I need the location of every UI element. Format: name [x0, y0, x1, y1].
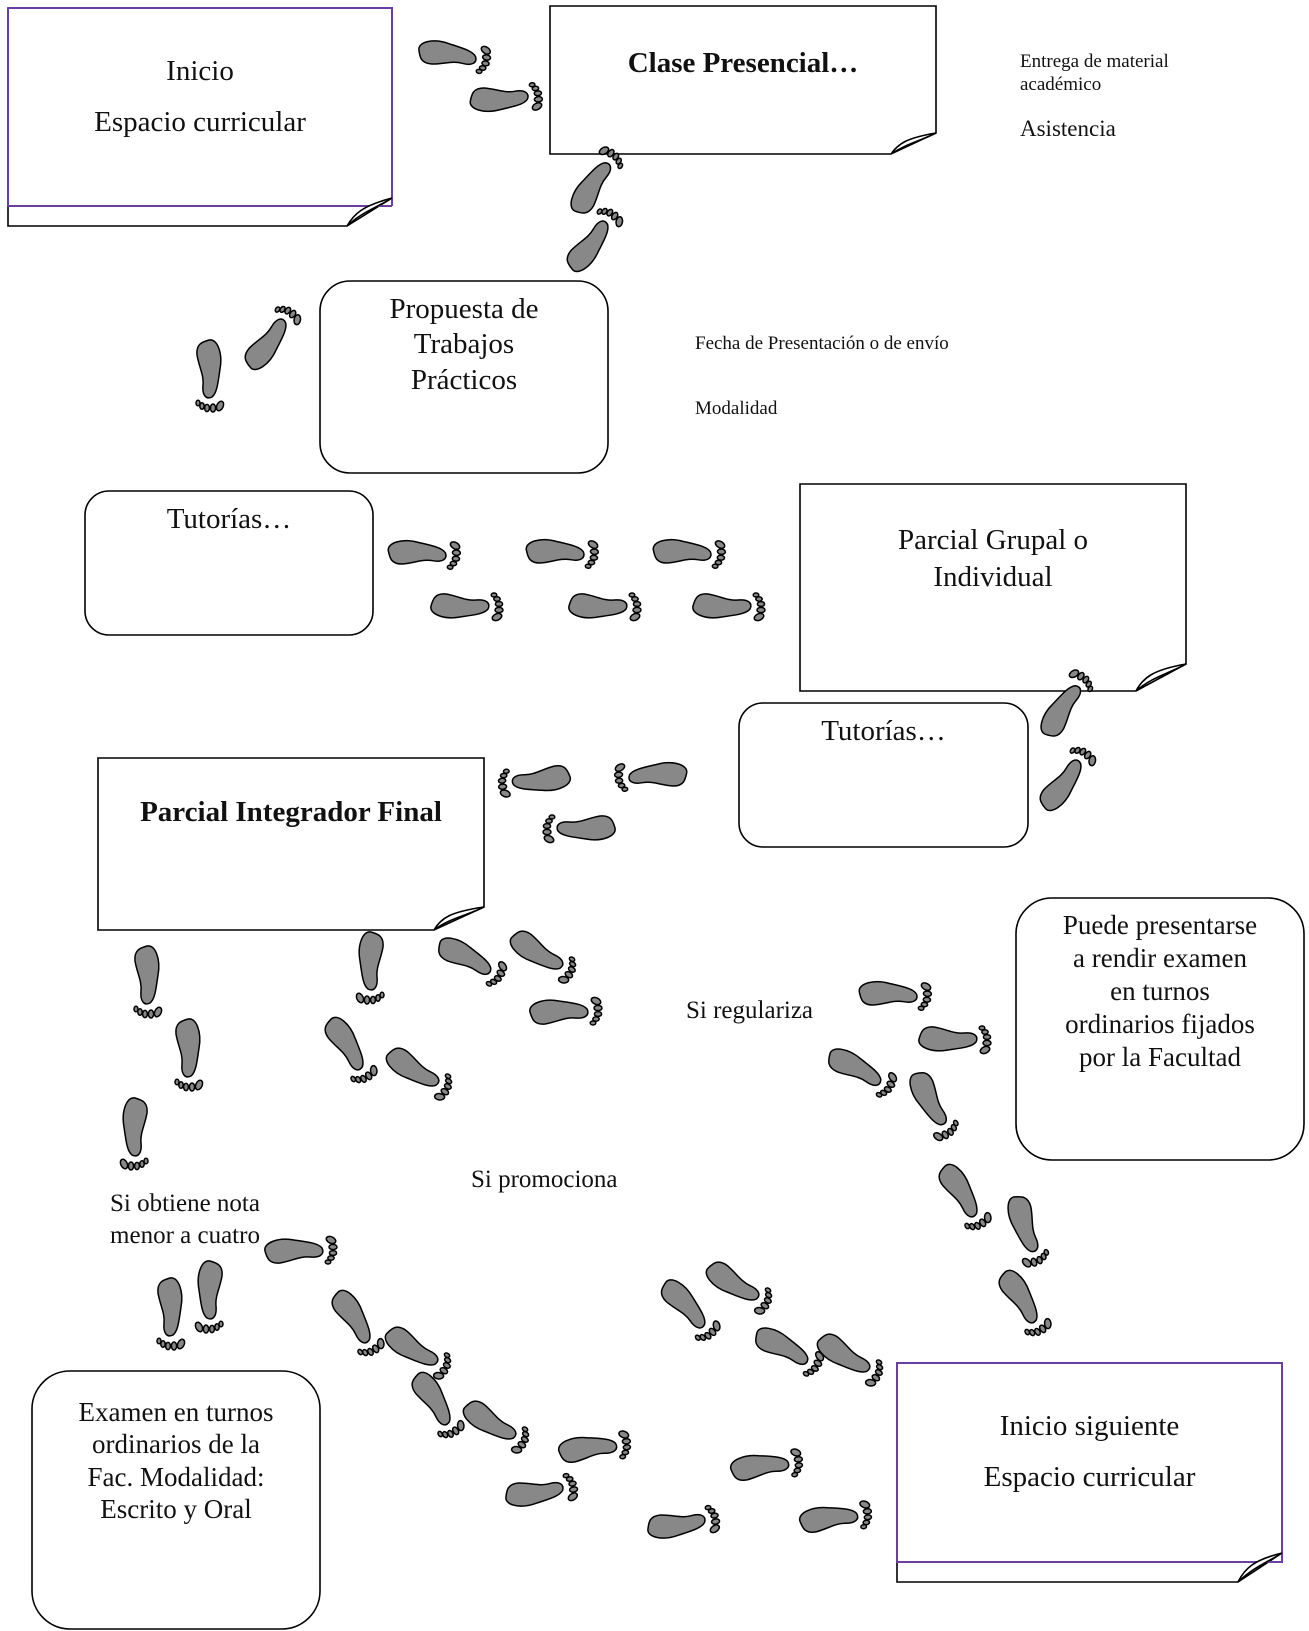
footprint-icon: [326, 1283, 389, 1362]
footprint-icon: [193, 1260, 224, 1334]
note-clase-shape: [549, 5, 937, 155]
footprint-icon: [415, 33, 494, 76]
box-puede-line-2: a rendir examen: [1073, 942, 1247, 973]
label-si-nota-menor-line-1: Si obtiene nota: [110, 1190, 260, 1217]
footprint-icon: [156, 1277, 187, 1351]
footprint-icon: [354, 931, 385, 1005]
footprint-icon: [822, 1039, 902, 1102]
note-inicio-line-2: Espacio curricular: [94, 106, 306, 139]
footprint-icon: [797, 1498, 874, 1535]
box-examen-shape: [31, 1370, 321, 1630]
side-note-propuesta-fecha: Fecha de Presentación o de envío: [695, 333, 949, 354]
footprint-icon: [857, 975, 934, 1012]
note-inicio-label: Inicio Espacio curricular: [8, 46, 392, 149]
footprint-icon: [918, 1025, 992, 1056]
box-examen-line-4: Escrito y Oral: [100, 1494, 252, 1525]
note-inicio-line-1: Inicio: [166, 55, 234, 87]
box-propuesta-line-3: Prácticos: [410, 363, 518, 396]
note-inicio-siguiente-line-1: Inicio siguiente: [999, 1410, 1180, 1442]
footprint-icon: [692, 592, 766, 623]
box-puede-line-3: en turnos: [1110, 975, 1210, 1006]
footprint-icon: [238, 300, 306, 378]
footprint-icon: [133, 945, 164, 1019]
footprint-icon: [524, 533, 601, 570]
box-tutorias-2-shape: [738, 702, 1029, 848]
footprint-icon: [556, 1428, 633, 1465]
box-tutorias-1-shape: [84, 490, 374, 636]
box-examen-label: Examen en turnos ordinarios de la Fac. M…: [32, 1396, 320, 1526]
footprint-icon: [542, 814, 616, 845]
footprint-icon: [699, 1256, 778, 1319]
footprint-icon: [998, 1191, 1053, 1271]
box-examen-line-1: Examen en turnos: [78, 1397, 274, 1427]
note-parcial-grupal-line-2: Individual: [933, 560, 1053, 593]
label-si-nota-menor: Si obtiene nota menor a cuatro: [80, 1188, 290, 1252]
footprint-icon: [1033, 741, 1101, 819]
box-tutorias-2-label: Tutorías…: [739, 714, 1028, 749]
footprint-icon: [933, 1157, 996, 1236]
note-parcial-final-shape: [97, 757, 485, 931]
box-propuesta-label: Propuesta de Trabajos Prácticos: [320, 292, 608, 398]
side-note-clase-material: Entrega de material académico: [1020, 51, 1169, 95]
footprint-icon: [195, 339, 226, 413]
note-parcial-final-line-1: Parcial Integrador Final: [140, 796, 442, 828]
box-examen-line-2: ordinarios de la: [92, 1429, 260, 1460]
box-puede-label: Puede presentarse a rendir examen en tur…: [1016, 909, 1304, 1074]
footprint-icon: [568, 592, 642, 623]
box-tutorias-1-line-1: Tutorías…: [166, 503, 292, 535]
label-si-nota-menor-line-2: menor a cuatro: [110, 1222, 260, 1249]
note-parcial-grupal-line-1: Parcial Grupal o: [897, 524, 1089, 556]
box-examen-line-3: Fac. Modalidad:: [87, 1461, 265, 1492]
footprint-icon: [496, 763, 573, 800]
footprint-icon: [430, 592, 504, 623]
note-parcial-grupal-label: Parcial Grupal o Individual: [800, 522, 1186, 595]
footprint-icon: [118, 1097, 149, 1171]
footprint-icon: [432, 928, 512, 991]
note-inicio-siguiente-line-2: Espacio curricular: [983, 1461, 1196, 1494]
footprint-icon: [651, 533, 728, 570]
box-puede-line-4: ordinarios fijados: [1065, 1008, 1255, 1039]
note-inicio-siguiente-shape: [896, 1362, 1283, 1583]
box-puede-line-1: Puede presentarse: [1062, 910, 1258, 940]
box-propuesta-line-1: Propuesta de: [389, 293, 539, 325]
footprint-icon: [319, 1010, 382, 1089]
footprint-icon: [174, 1018, 205, 1092]
footprint-icon: [502, 1471, 581, 1514]
note-inicio-shape: [7, 7, 393, 227]
footprint-icon: [529, 995, 603, 1026]
label-si-regulariza: Si regulariza: [686, 997, 814, 1024]
box-tutorias-1-label: Tutorías…: [85, 502, 373, 537]
footprint-icon: [993, 1263, 1056, 1342]
note-parcial-grupal-shape: [799, 483, 1187, 692]
note-inicio-siguiente-label: Inicio siguiente Espacio curricular: [897, 1401, 1282, 1504]
footprint-icon: [379, 1042, 458, 1105]
box-propuesta-line-2: Trabajos: [413, 328, 515, 361]
footprint-icon: [900, 1066, 963, 1146]
box-puede-shape: [1015, 897, 1305, 1161]
box-propuesta-shape: [319, 280, 609, 474]
footprint-icon: [612, 756, 689, 793]
note-parcial-final-label: Parcial Integrador Final: [98, 795, 484, 830]
footprint-icon: [749, 1318, 829, 1381]
side-note-clase-asistencia: Asistencia: [1020, 116, 1116, 141]
footprint-icon: [560, 202, 628, 280]
footprint-icon: [456, 1395, 535, 1458]
footprint-icon: [503, 925, 582, 988]
note-clase-line-1: Clase Presencial…: [627, 47, 859, 79]
note-clase-label: Clase Presencial…: [550, 46, 936, 81]
box-tutorias-2-line-1: Tutorías…: [821, 715, 946, 747]
box-puede-line-5: por la Facultad: [1079, 1041, 1241, 1072]
footprint-icon: [386, 534, 463, 571]
side-note-propuesta-modalidad: Modalidad: [695, 398, 778, 419]
footprint-icon: [468, 81, 545, 118]
footprint-icon: [728, 1446, 805, 1483]
footprint-icon: [644, 1503, 723, 1546]
label-si-promociona: Si promociona: [471, 1166, 618, 1193]
